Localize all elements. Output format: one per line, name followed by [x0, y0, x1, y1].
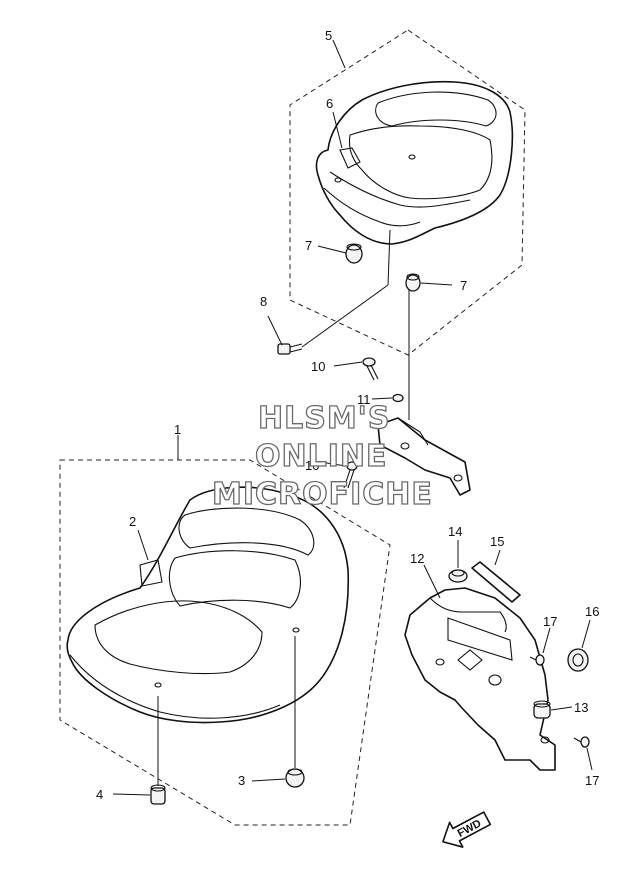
callout-10-lower: 10: [305, 458, 319, 473]
band-15: [471, 561, 521, 603]
callout-10-upper: 10: [311, 359, 325, 374]
callout-16: 16: [585, 604, 599, 619]
fwd-label: FWD: [456, 818, 484, 840]
grommet-16: [567, 648, 589, 672]
screw-17-lower: [573, 736, 590, 748]
callout-17-lower: 17: [585, 773, 599, 788]
part-1-group-boundary: [59, 459, 391, 826]
damper-3: [285, 768, 305, 788]
cap-14: [448, 569, 468, 583]
callout-2: 2: [129, 514, 136, 529]
callout-12: 12: [410, 551, 424, 566]
callout-14: 14: [448, 524, 462, 539]
washer-11: [392, 393, 404, 403]
bolt-10-upper: [362, 357, 379, 381]
callout-3: 3: [238, 773, 245, 788]
screw-17-upper: [529, 654, 545, 666]
part-5-group-boundary: [289, 29, 526, 356]
callout-17-upper: 17: [543, 614, 557, 629]
callout-8: 8: [260, 294, 267, 309]
callout-15: 15: [490, 534, 504, 549]
callout-5: 5: [325, 28, 332, 43]
callout-7-left: 7: [305, 238, 312, 253]
main-seat-part-1: [66, 486, 350, 724]
collar-4: [150, 784, 166, 805]
callout-7-right: 7: [460, 278, 467, 293]
bolt-8: [277, 343, 303, 355]
leader-lines: [112, 39, 593, 796]
callout-11: 11: [357, 392, 371, 407]
grommet-7-left: [345, 243, 363, 264]
callout-13: 13: [574, 700, 588, 715]
seat-bracket: [377, 417, 471, 496]
watermark-line-2: ONLINE: [255, 439, 388, 474]
callout-4: 4: [96, 787, 103, 802]
watermark-line-3: MICROFICHE: [212, 477, 433, 512]
damper-13: [533, 700, 551, 719]
fwd-arrow-icon: FWD: [442, 811, 492, 848]
callout-1: 1: [174, 422, 181, 437]
rear-seat-part-5: [315, 80, 514, 245]
watermark-line-1: HLSM'S: [258, 401, 390, 436]
grommet-7-right: [405, 273, 421, 292]
bolt-10-lower: [343, 461, 358, 489]
bracket-part-12: [404, 587, 556, 771]
callout-6: 6: [326, 96, 333, 111]
